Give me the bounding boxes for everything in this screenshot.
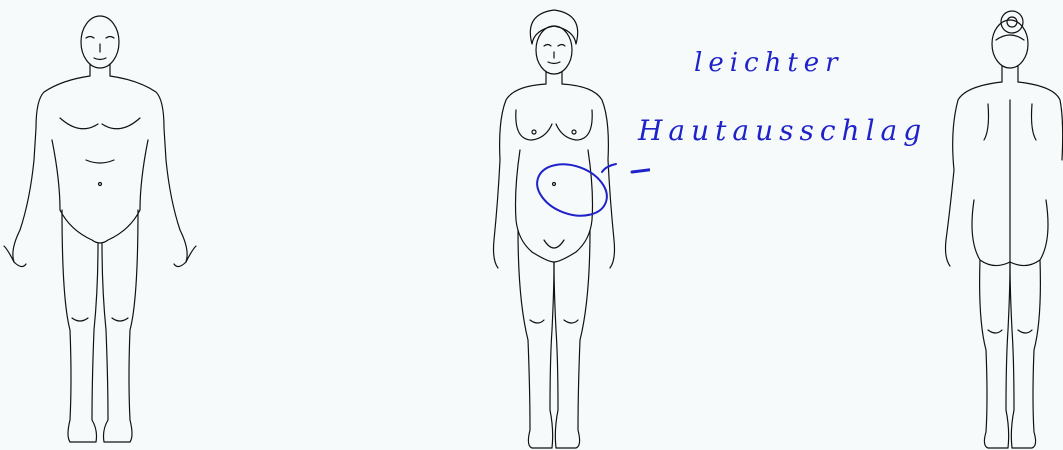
male-front-figure: [0, 0, 200, 450]
female-back-figure: [930, 0, 1063, 450]
rash-circle: [530, 155, 614, 225]
annotation-marks: [520, 0, 650, 450]
underline: [632, 160, 650, 172]
annotation-line-2: Hautausschlag: [638, 114, 927, 147]
annotation-line-1: leichter: [694, 48, 844, 78]
pointer-line: [602, 164, 616, 172]
